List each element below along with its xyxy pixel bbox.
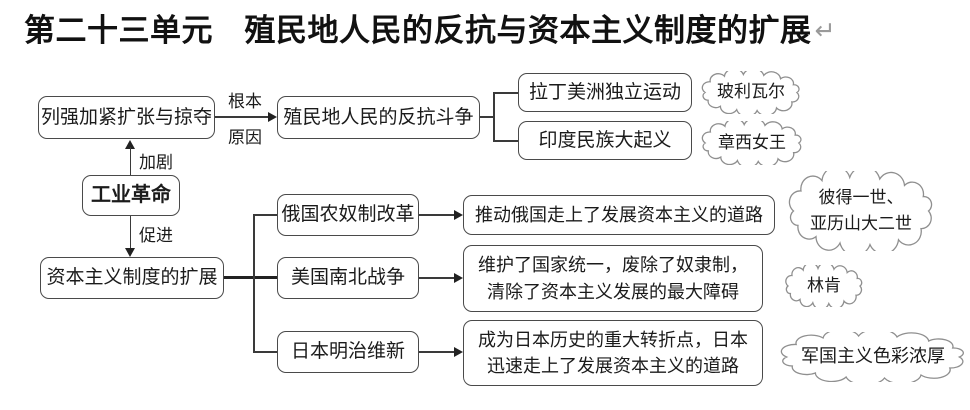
node-indian-uprising: 印度民族大起义: [518, 121, 692, 160]
node-russia-result: 推动俄国走上了发展资本主义的道路: [463, 195, 775, 235]
node-usa-result-line1: 维护了国家统一，废除了奴隶制，: [478, 255, 748, 276]
cloud-lincoln: 林肯: [784, 265, 864, 307]
connector-to-japan: [253, 351, 278, 353]
edge-label-jiaju: 加剧: [139, 153, 173, 172]
node-industrial-revolution-label: 工业革命: [91, 184, 171, 206]
node-russia-serfdom-reform: 俄国农奴制改革: [277, 194, 419, 236]
arrowhead-cujin-icon: [125, 248, 135, 257]
node-american-civil-war-label: 美国南北战争: [290, 267, 405, 289]
cloud-militarism: 军国主义色彩浓厚: [777, 332, 969, 382]
connector-to-latin-america: [493, 92, 518, 94]
node-meiji-restoration: 日本明治维新: [277, 331, 419, 373]
return-mark-icon: ↵: [814, 17, 836, 45]
connector-japan-result-line: [419, 351, 455, 353]
connector-russia-result-line: [419, 214, 455, 216]
cloud-rani-of-jhansi-label: 章西女王: [718, 132, 786, 152]
arrowhead-usa-icon: [454, 273, 463, 283]
cloud-lincoln-label: 林肯: [807, 275, 841, 295]
node-latin-america-independence: 拉丁美洲独立运动: [518, 73, 692, 112]
connector-to-indian-uprising: [493, 140, 518, 142]
arrowhead-genben-icon: [268, 112, 277, 122]
cloud-rani-of-jhansi: 章西女王: [700, 121, 804, 165]
node-japan-result-line1: 成为日本历史的重大转折点，日本: [478, 329, 748, 350]
arrowhead-japan-icon: [454, 347, 463, 357]
node-usa-result-line2: 清除了资本主义发展的最大障碍: [487, 281, 739, 302]
node-powers-expansion-label: 列强加紧扩张与掠夺: [40, 106, 212, 128]
node-russia-result-label: 推动俄国走上了发展资本主义的道路: [475, 204, 763, 225]
connector-genben-line: [215, 116, 269, 118]
page-title-text: 第二十三单元 殖民地人民的反抗与资本主义制度的扩展: [24, 13, 812, 48]
edge-label-cujin: 促进: [139, 226, 173, 245]
connector-to-russia: [253, 214, 278, 216]
node-japan-result-line2: 迅速走上了发展资本主义的道路: [487, 356, 739, 376]
connector-cujin-line: [129, 216, 132, 250]
node-capitalism-expansion: 资本主义制度的扩展: [40, 257, 224, 299]
node-colonial-resistance-label: 殖民地人民的反抗斗争: [283, 106, 474, 128]
connector-usa-result-line: [419, 277, 455, 279]
cloud-peter-alexander-line2: 亚历山大二世: [810, 214, 912, 233]
connector-resistance-bracket-vertical: [493, 92, 495, 142]
node-powers-expansion: 列强加紧扩张与掠夺: [38, 96, 215, 139]
cloud-bolivar: 玻利瓦尔: [700, 71, 802, 114]
node-usa-result: 维护了国家统一，废除了奴隶制， 清除了资本主义发展的最大障碍: [463, 245, 763, 312]
connector-resistance-bracket-stem: [480, 116, 494, 118]
connector-capitalism-bracket-vertical: [253, 215, 255, 353]
node-capitalism-expansion-label: 资本主义制度的扩展: [46, 267, 218, 289]
node-russia-serfdom-reform-label: 俄国农奴制改革: [281, 204, 415, 226]
node-indian-uprising-label: 印度民族大起义: [538, 129, 672, 151]
node-colonial-resistance: 殖民地人民的反抗斗争: [277, 96, 480, 139]
node-american-civil-war: 美国南北战争: [277, 257, 419, 299]
arrowhead-russia-icon: [454, 210, 463, 220]
connector-capitalism-main-line: [224, 276, 278, 279]
cloud-peter-alexander: 彼得一世、 亚历山大二世: [786, 171, 936, 251]
node-japan-result: 成为日本历史的重大转折点，日本 迅速走上了发展资本主义的道路: [463, 320, 763, 386]
cloud-militarism-label: 军国主义色彩浓厚: [801, 346, 945, 367]
node-meiji-restoration-label: 日本明治维新: [290, 341, 405, 363]
arrowhead-jiaju-icon: [125, 140, 135, 149]
edge-label-genben-1: 根本: [228, 92, 262, 111]
cloud-peter-alexander-line1: 彼得一世、: [818, 187, 904, 207]
cloud-bolivar-label: 玻利瓦尔: [717, 82, 785, 102]
page-title: 第二十三单元 殖民地人民的反抗与资本主义制度的扩展↵: [24, 5, 836, 50]
node-industrial-revolution: 工业革命: [82, 175, 180, 216]
connector-jiaju-line: [129, 147, 132, 175]
edge-label-genben-2: 原因: [228, 128, 262, 147]
node-latin-america-independence-label: 拉丁美洲独立运动: [528, 81, 681, 103]
